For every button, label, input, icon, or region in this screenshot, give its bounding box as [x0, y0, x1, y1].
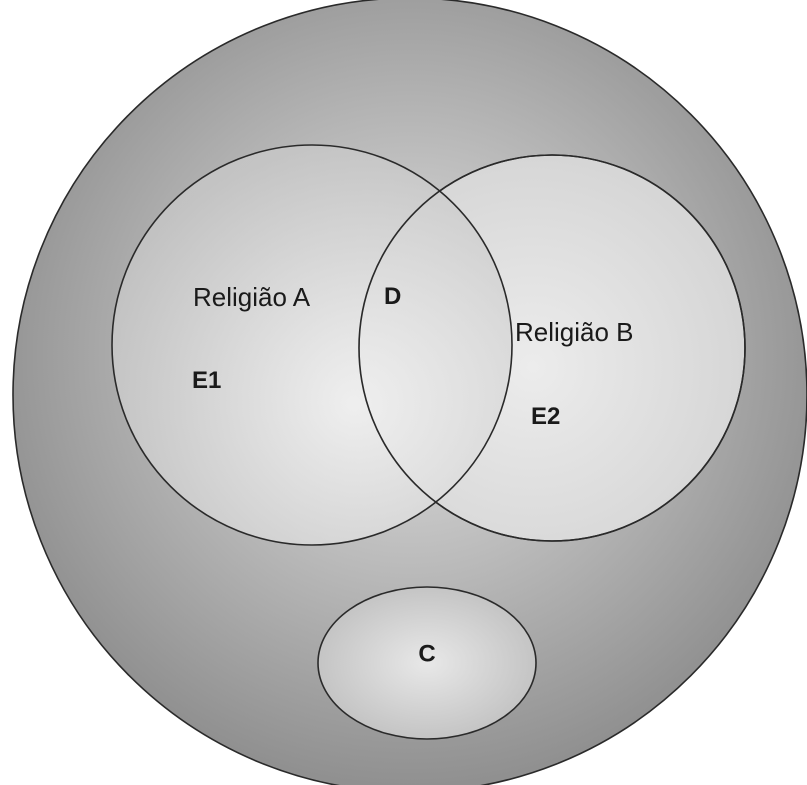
intersection-code: D: [384, 283, 401, 310]
separate-set-code: C: [418, 640, 435, 667]
religion-a-label: Religião A: [193, 282, 311, 312]
religion-b-outline: [358, 154, 746, 542]
religion-a-code: E1: [192, 367, 221, 394]
separate-set-ellipse: [317, 586, 537, 740]
religion-a-circle: [111, 144, 513, 546]
religion-b-label: Religião B: [515, 317, 634, 347]
religion-b-code: E2: [531, 403, 560, 430]
